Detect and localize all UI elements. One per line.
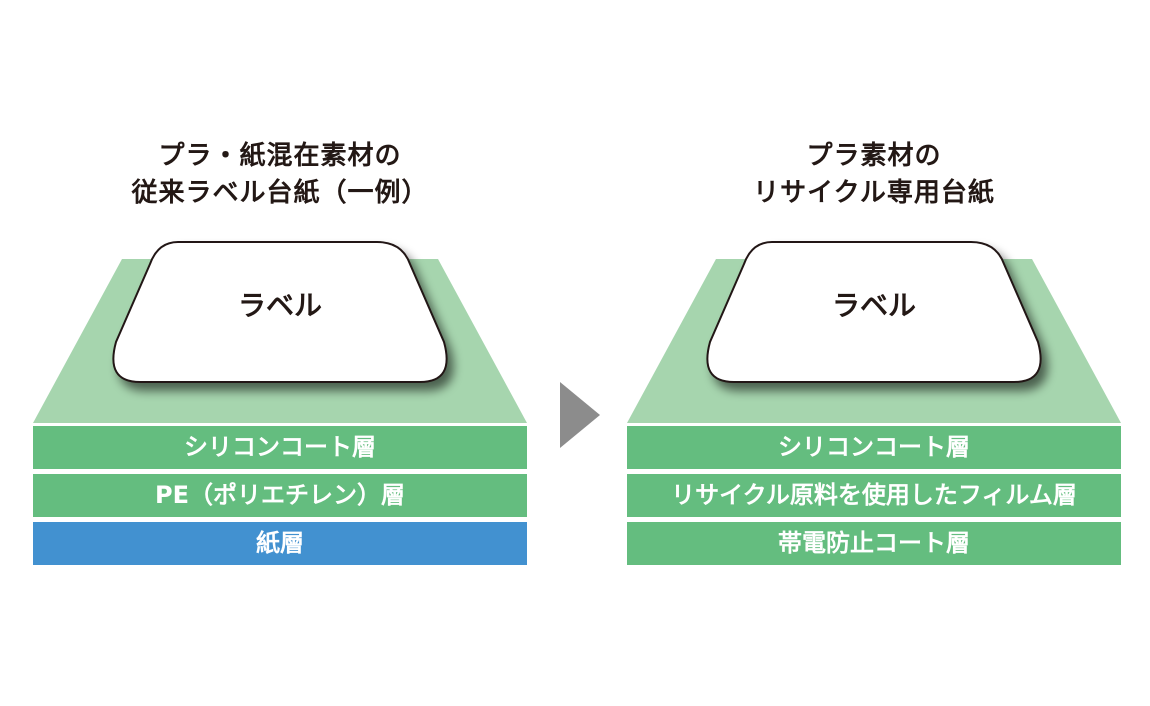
right-panel-title: プラ素材の リサイクル専用台紙 (624, 138, 1124, 212)
left-stack-illustration (33, 241, 527, 423)
left-layer-pe: PE（ポリエチレン）層 (33, 474, 527, 517)
left-layer-paper: 紙層 (33, 522, 527, 565)
right-triangle-arrow-icon (560, 382, 600, 448)
left-title-line1: プラ・紙混在素材の (158, 141, 402, 171)
left-panel-conventional: プラ・紙混在素材の 従来ラベル台紙（一例） ラベル シリコンコート層 PE（ポリ… (30, 0, 530, 706)
right-stack-illustration (627, 241, 1121, 423)
left-panel-title: プラ・紙混在素材の 従来ラベル台紙（一例） (30, 138, 530, 212)
right-panel-recycle: プラ素材の リサイクル専用台紙 ラベル シリコンコート層 リサイクル原料を使用し… (624, 0, 1124, 706)
right-title-line2: リサイクル専用台紙 (753, 178, 995, 208)
right-layer-silicone: シリコンコート層 (627, 426, 1121, 469)
left-layer-silicone: シリコンコート層 (33, 426, 527, 469)
right-title-line1: プラ素材の (806, 141, 942, 171)
left-title-line2: 従来ラベル台紙（一例） (131, 178, 429, 208)
left-label-text: ラベル (237, 289, 322, 322)
left-label-shape (112, 241, 448, 383)
right-layer-antistatic: 帯電防止コート層 (627, 522, 1121, 565)
right-label-shape (706, 241, 1042, 383)
right-label-text: ラベル (831, 289, 916, 322)
right-layer-recycled-film: リサイクル原料を使用したフィルム層 (627, 474, 1121, 517)
